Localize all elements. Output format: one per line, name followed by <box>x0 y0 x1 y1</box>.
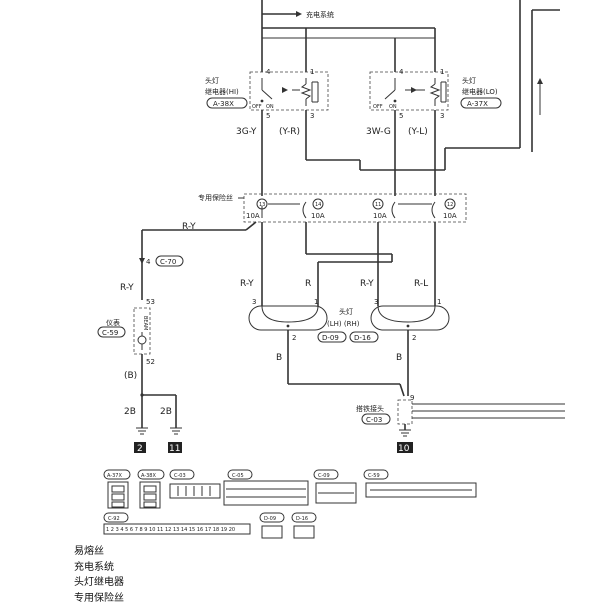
svg-text:3: 3 <box>310 112 314 120</box>
ground-symbols: 2 11 10 <box>134 427 413 454</box>
beam-label: BEAM <box>142 316 148 330</box>
c70-code: C-70 <box>160 258 176 266</box>
fuse-box-label: 专用保险丝 <box>198 193 233 202</box>
svg-text:3: 3 <box>252 298 256 306</box>
meter-beam-indicator: 53 BEAM 仪表 C-59 52 (B) 2B 2B <box>97 298 177 428</box>
svg-text:10A: 10A <box>443 212 457 220</box>
charging-system-label: 充电系统 <box>306 10 334 19</box>
connector-views: A-37X A-38X C-03 C-05 C-09 C-59 <box>103 469 477 539</box>
ground-2: 2 <box>137 444 143 454</box>
ground-joint: 9 搭铁接头 C-03 <box>356 394 565 430</box>
ground-10: 10 <box>398 444 410 454</box>
svg-text:C-05: C-05 <box>232 473 244 479</box>
top-feed: 充电系统 <box>261 0 560 152</box>
svg-text:4: 4 <box>266 68 271 76</box>
relay-hi-name-2: 继电器(HI) <box>205 87 239 96</box>
wire-3g-y: 3G-Y <box>236 127 257 137</box>
svg-text:1: 1 <box>314 298 318 306</box>
svg-text:10A: 10A <box>311 212 325 220</box>
svg-text:3: 3 <box>440 112 444 120</box>
svg-text:14: 14 <box>315 202 321 208</box>
svg-text:5: 5 <box>399 112 403 120</box>
ground-joint-code: C-03 <box>366 416 382 424</box>
svg-text:C-03: C-03 <box>174 473 186 479</box>
wire-r-y-2: R-Y <box>360 279 374 289</box>
wire-r: R <box>305 279 311 289</box>
ground-joint-label: 搭铁接头 <box>356 404 384 413</box>
c92-pin-row: 1 2 3 4 5 6 7 8 9 10 11 12 13 14 15 16 1… <box>106 527 235 533</box>
relay-lo-name-1: 头灯 <box>462 76 476 85</box>
svg-text:OFF: OFF <box>252 104 262 110</box>
ground-11: 11 <box>169 444 180 454</box>
legend-item: 专用保险丝 <box>74 592 124 604</box>
wire-r-y-left: R-Y <box>120 283 134 293</box>
svg-text:2: 2 <box>292 334 296 342</box>
wire-b-2: B <box>396 353 402 363</box>
meter-label: 仪表 <box>106 318 120 327</box>
legend-item: 头灯继电器 <box>74 577 124 588</box>
wire-r-y-top: R-Y <box>182 222 196 232</box>
headlamp-relay-hi: 头灯 继电器(HI) A-38X 4 1 5 3 OFF ON <box>205 68 329 120</box>
meter-code: C-59 <box>102 329 118 337</box>
wire-y-r: (Y-R) <box>279 127 300 137</box>
svg-text:4: 4 <box>146 258 151 266</box>
svg-text:OFF: OFF <box>373 104 383 110</box>
lh-code: D-09 <box>322 334 339 342</box>
svg-text:10A: 10A <box>246 212 260 220</box>
headlamp-rh <box>370 305 450 331</box>
svg-text:13: 13 <box>259 202 265 208</box>
wire-y-l: (Y-L) <box>408 127 428 137</box>
svg-text:2: 2 <box>412 334 416 342</box>
svg-text:12: 12 <box>447 202 453 208</box>
svg-text:D-09: D-09 <box>264 516 276 522</box>
svg-text:53: 53 <box>146 298 155 306</box>
wire-b-paren: (B) <box>124 371 137 381</box>
relay-hi-code: A-38X <box>213 100 234 108</box>
fuse-output-wires: R-Y R-Y R R-Y R-L <box>141 221 436 306</box>
dedicated-fuse-box: 专用保险丝 13 14 11 12 10A 10A 10A 10A <box>198 193 467 223</box>
relay-lo-name-2: 继电器(LO) <box>462 87 498 96</box>
svg-text:A-37X: A-37X <box>107 473 122 479</box>
svg-text:1: 1 <box>437 298 441 306</box>
svg-text:9: 9 <box>410 394 414 402</box>
relay-hi-name-1: 头灯 <box>205 76 219 85</box>
wire-b-1: B <box>276 353 282 363</box>
svg-text:C-09: C-09 <box>318 473 330 479</box>
svg-text:10A: 10A <box>373 212 387 220</box>
legend-list: 易熔丝 充电系统 头灯继电器 专用保险丝 <box>74 544 274 606</box>
svg-text:(LH) (RH): (LH) (RH) <box>327 320 360 328</box>
wire-3w-g: 3W-G <box>366 127 391 137</box>
headlamps: 3 1 3 1 头灯 (LH) (RH) D-09 D-16 2 2 B B <box>248 298 450 397</box>
svg-text:头灯: 头灯 <box>339 307 353 316</box>
wire-r-l: R-L <box>414 279 428 289</box>
svg-text:C-92: C-92 <box>108 516 120 522</box>
wire-2b-1: 2B <box>124 407 136 417</box>
svg-text:4: 4 <box>399 68 404 76</box>
svg-text:A-38X: A-38X <box>141 473 156 479</box>
legend-item: 易熔丝 <box>74 546 104 557</box>
headlamp-relay-lo: 头灯 继电器(LO) A-37X 4 1 5 3 OFF ON <box>369 68 502 120</box>
connector-c70: 4 C-70 R-Y <box>120 255 184 293</box>
svg-text:ON: ON <box>266 104 274 110</box>
relay-lo-code: A-37X <box>467 100 488 108</box>
wire-2b-2: 2B <box>160 407 172 417</box>
svg-text:5: 5 <box>266 112 270 120</box>
svg-text:52: 52 <box>146 358 155 366</box>
svg-text:ON: ON <box>389 104 397 110</box>
relay-output-wires: 3G-Y (Y-R) 3W-G (Y-L) <box>236 110 446 196</box>
svg-text:1: 1 <box>310 68 314 76</box>
rh-code: D-16 <box>354 334 371 342</box>
legend-item: 充电系统 <box>74 561 114 573</box>
wire-r-y-1: R-Y <box>240 279 254 289</box>
svg-text:3: 3 <box>374 298 378 306</box>
svg-text:D-16: D-16 <box>296 516 308 522</box>
svg-text:C-59: C-59 <box>368 473 380 479</box>
svg-text:1: 1 <box>440 68 444 76</box>
svg-text:11: 11 <box>375 202 381 208</box>
